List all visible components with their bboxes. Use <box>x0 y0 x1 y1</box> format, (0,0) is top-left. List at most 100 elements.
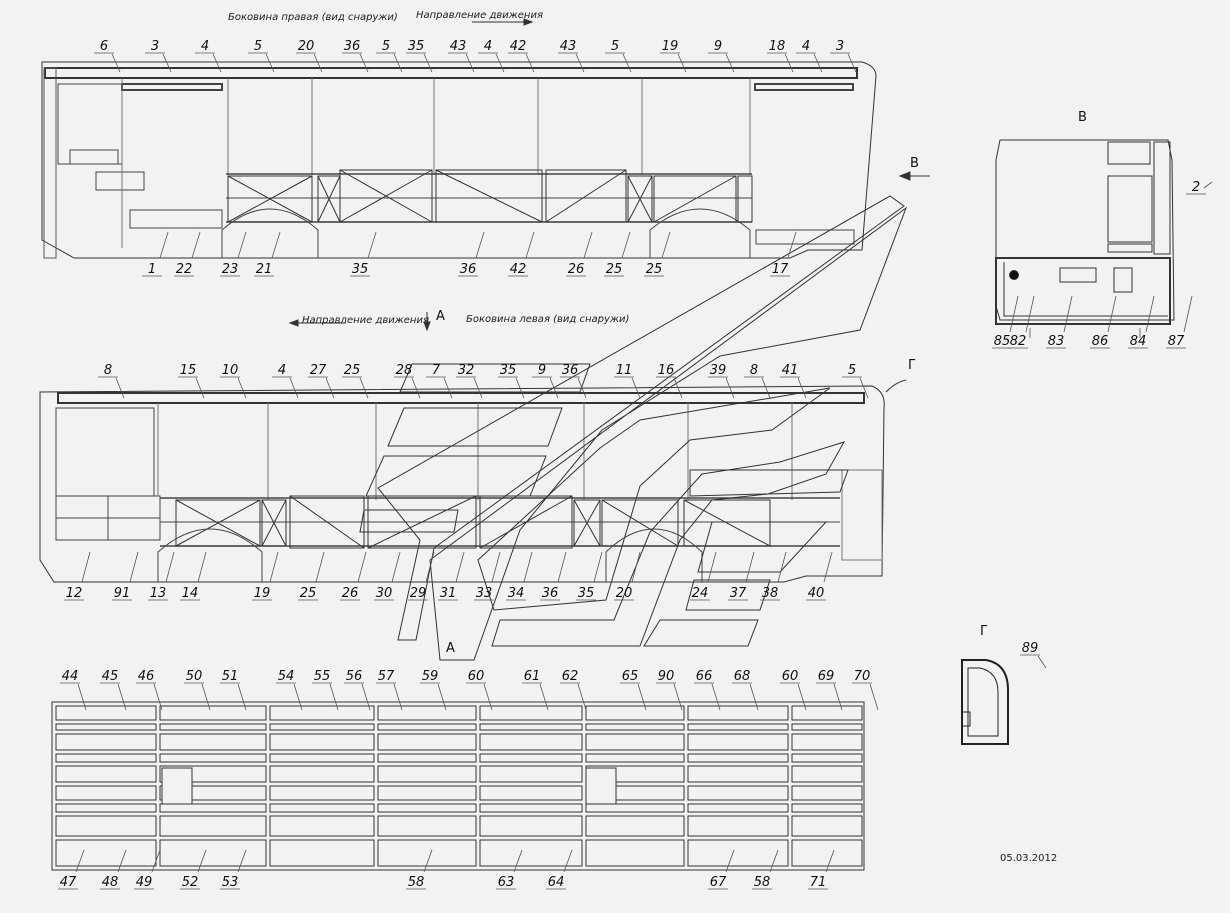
callout-label: 62 <box>562 669 579 684</box>
callout-label: 8 <box>750 363 758 378</box>
leader-line <box>833 683 843 711</box>
panel-cell <box>55 723 157 731</box>
panel-cell <box>159 723 267 731</box>
panel-cell <box>687 803 789 813</box>
panel-cell <box>269 803 375 813</box>
panel-cell <box>377 705 477 721</box>
leader-line <box>725 53 735 73</box>
leader-line <box>115 377 125 399</box>
callout-label: 25 <box>300 586 317 601</box>
callout-label: 57 <box>378 669 395 684</box>
callout-label: 82 <box>1010 334 1027 349</box>
callout-label: 39 <box>710 363 727 378</box>
leader-line <box>423 849 433 873</box>
callout-label: 33 <box>476 586 493 601</box>
panel-cell <box>377 815 477 837</box>
view-letter-a-mid: А <box>436 309 445 324</box>
callout-label: 6 <box>100 39 108 54</box>
leader-line <box>749 683 759 711</box>
panel-opening <box>161 767 193 805</box>
panel-cell <box>687 785 789 801</box>
right-side-elevation <box>41 61 877 259</box>
callout-label: 87 <box>1168 334 1185 349</box>
view-g-arrow <box>885 379 907 393</box>
callout-label: 23 <box>222 262 239 277</box>
panel-cell <box>791 785 863 801</box>
leader-line <box>583 231 593 259</box>
leader-line <box>325 377 335 399</box>
callout-label: 90 <box>658 669 675 684</box>
leader-line <box>525 231 535 259</box>
leader-line <box>237 377 247 399</box>
callout-label: 35 <box>352 262 369 277</box>
callout-label: 64 <box>548 875 565 890</box>
callout-label: 70 <box>854 669 871 684</box>
panel-layout <box>51 701 865 871</box>
drawing-date: 05.03.2012 <box>1000 853 1058 864</box>
callout-label: 5 <box>254 39 262 54</box>
leader-line <box>197 849 207 873</box>
callout-label: 58 <box>408 875 425 890</box>
view-letter-g-arrow: Г <box>908 358 916 373</box>
callout-label: 19 <box>254 586 271 601</box>
leader-line <box>677 53 687 73</box>
callout-label: 7 <box>432 363 441 378</box>
panel-cell <box>55 803 157 813</box>
panel-cell <box>55 765 157 783</box>
panel-cell <box>791 803 863 813</box>
leader-line <box>165 551 175 583</box>
panel-cell <box>479 705 583 721</box>
callout-label: 10 <box>222 363 239 378</box>
panel-cell <box>585 705 685 721</box>
leader-line <box>237 849 247 873</box>
leader-line <box>797 683 807 711</box>
leader-line <box>777 551 787 583</box>
callout-label: 21 <box>256 262 273 277</box>
leader-line <box>813 53 823 73</box>
panel-cell <box>55 815 157 837</box>
panel-cell <box>159 785 267 801</box>
panel-cell <box>55 705 157 721</box>
rear-view-b <box>995 139 1175 338</box>
leader-line <box>707 551 717 583</box>
callout-label: 85 <box>994 334 1011 349</box>
panel-cell <box>687 815 789 837</box>
leader-line <box>673 377 683 399</box>
leader-line <box>637 683 647 711</box>
leader-line <box>1063 295 1073 333</box>
leader-line <box>443 377 453 399</box>
leader-line <box>725 377 735 399</box>
callout-label: 60 <box>468 669 485 684</box>
callout-label: 25 <box>606 262 623 277</box>
callout-label: 3 <box>151 39 159 54</box>
leader-line <box>265 53 275 73</box>
callout-label: 1 <box>148 262 156 277</box>
panel-cell <box>791 753 863 763</box>
panel-cell <box>377 753 477 763</box>
leader-line <box>191 231 201 259</box>
leader-line <box>237 231 247 259</box>
callout-label: 42 <box>510 262 527 277</box>
panel-cell <box>269 765 375 783</box>
panel-cell <box>377 839 477 867</box>
callout-label: 26 <box>342 586 359 601</box>
panel-cell <box>377 785 477 801</box>
leader-line <box>495 53 505 73</box>
panel-cell <box>55 733 157 751</box>
callout-label: 34 <box>508 586 525 601</box>
leader-line <box>784 53 794 73</box>
panel-cell <box>269 723 375 731</box>
view-a-arrow <box>423 312 431 332</box>
panel-cell <box>269 753 375 763</box>
leader-line <box>797 377 807 399</box>
callout-label: 43 <box>450 39 467 54</box>
panel-cell <box>159 733 267 751</box>
direction-arrow-top <box>472 18 534 26</box>
callout-label: 84 <box>1130 334 1147 349</box>
panel-cell <box>159 765 267 783</box>
panel-cell <box>377 733 477 751</box>
callout-label: 63 <box>498 875 515 890</box>
callout-label: 18 <box>769 39 786 54</box>
leader-line <box>425 551 435 583</box>
